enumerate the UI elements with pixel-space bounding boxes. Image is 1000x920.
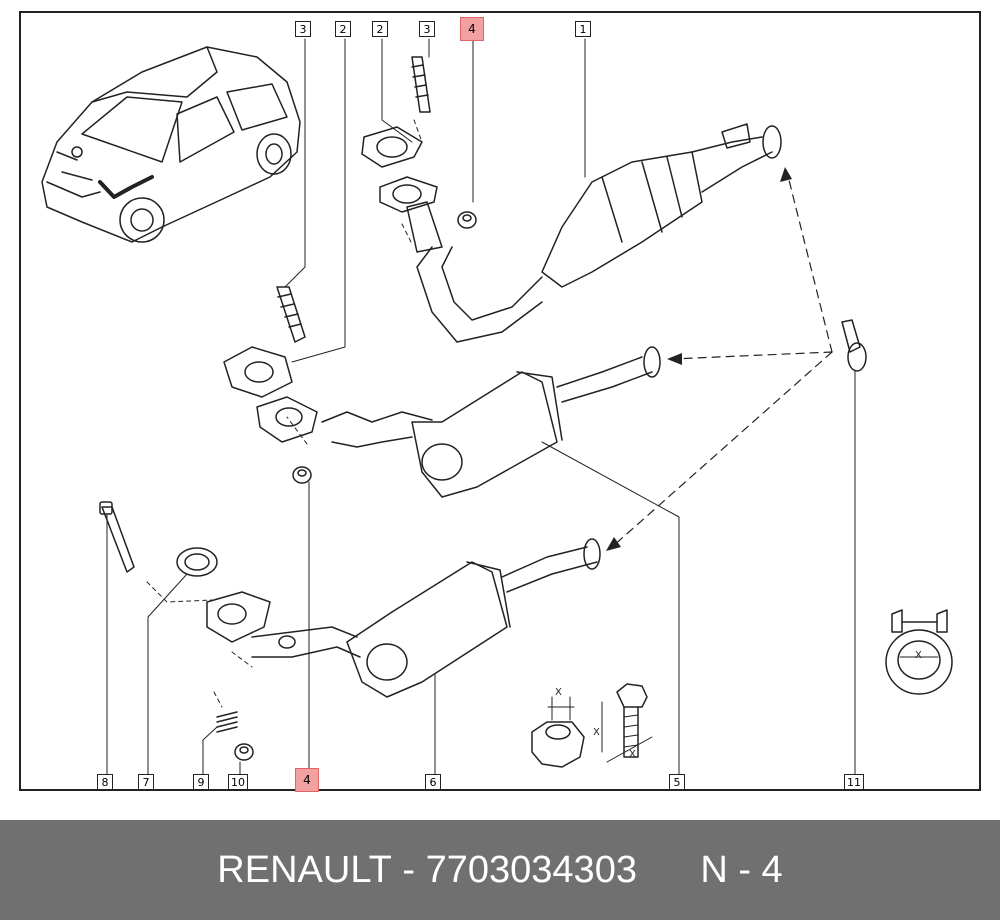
dim-clamp-width: X — [915, 650, 922, 661]
callout-2-gasket-top: 2 — [372, 21, 388, 37]
middle-muffler-5 — [321, 346, 661, 498]
nut-10 — [234, 743, 254, 761]
detail-nut — [531, 696, 585, 768]
caption-brand: RENAULT — [217, 848, 392, 891]
callout-7-gasket: 7 — [138, 774, 154, 790]
callout-5-middle-muffler: 5 — [669, 774, 685, 790]
bottom-gasket-7 — [176, 547, 218, 577]
middle-flange — [256, 396, 318, 443]
bottom-bolt-8 — [99, 501, 135, 573]
top-gasket-2 — [361, 126, 423, 168]
arrowheads — [606, 167, 792, 551]
detail-bolt — [601, 683, 653, 763]
dashed-arrows — [611, 171, 833, 548]
caption-position: N - 4 — [700, 848, 783, 891]
detail-clamp — [885, 609, 953, 695]
callout-10-nut: 10 — [228, 774, 248, 790]
middle-gasket — [223, 346, 293, 398]
diagram-frame: X X X X — [19, 11, 981, 791]
clamp-11 — [841, 319, 867, 372]
top-nut-4 — [457, 211, 477, 229]
caption-text: RENAULT - 7703034303 N - 4 — [0, 820, 1000, 920]
callout-4-nut-highlighted-bottom: 4 — [295, 768, 319, 792]
callout-6-rear-muffler: 6 — [425, 774, 441, 790]
top-flange — [379, 176, 438, 213]
callout-2-gasket-middle: 2 — [335, 21, 351, 37]
leader-lines — [106, 38, 856, 783]
car-illustration — [41, 46, 301, 243]
front-pipe-catalyst-1 — [406, 123, 782, 343]
callout-3-stud-top-left: 3 — [295, 21, 311, 37]
callout-1-front-pipe: 1 — [575, 21, 591, 37]
exhaust-parts-diagram: X X X X — [41, 38, 953, 783]
dim-nut-width: X — [555, 687, 562, 698]
caption-bar: RENAULT - 7703034303 N - 4 — [0, 820, 1000, 920]
caption-separator: - — [391, 848, 426, 891]
dim-bolt-width: X — [629, 749, 636, 760]
callout-3-stud-top: 3 — [419, 21, 435, 37]
top-stud-3 — [411, 56, 431, 113]
middle-stud — [276, 286, 306, 343]
callout-9-spring: 9 — [193, 774, 209, 790]
spring-9 — [216, 711, 238, 733]
middle-nut — [292, 466, 312, 484]
caption-gap — [637, 849, 700, 892]
callout-4-nut-highlighted-top: 4 — [460, 17, 484, 41]
caption-part-number: 7703034303 — [425, 848, 637, 891]
callout-11-clamp: 11 — [844, 774, 864, 790]
bottom-muffler-6 — [206, 538, 601, 698]
callout-8-bolt: 8 — [97, 774, 113, 790]
dim-bolt-length: X — [593, 727, 600, 738]
